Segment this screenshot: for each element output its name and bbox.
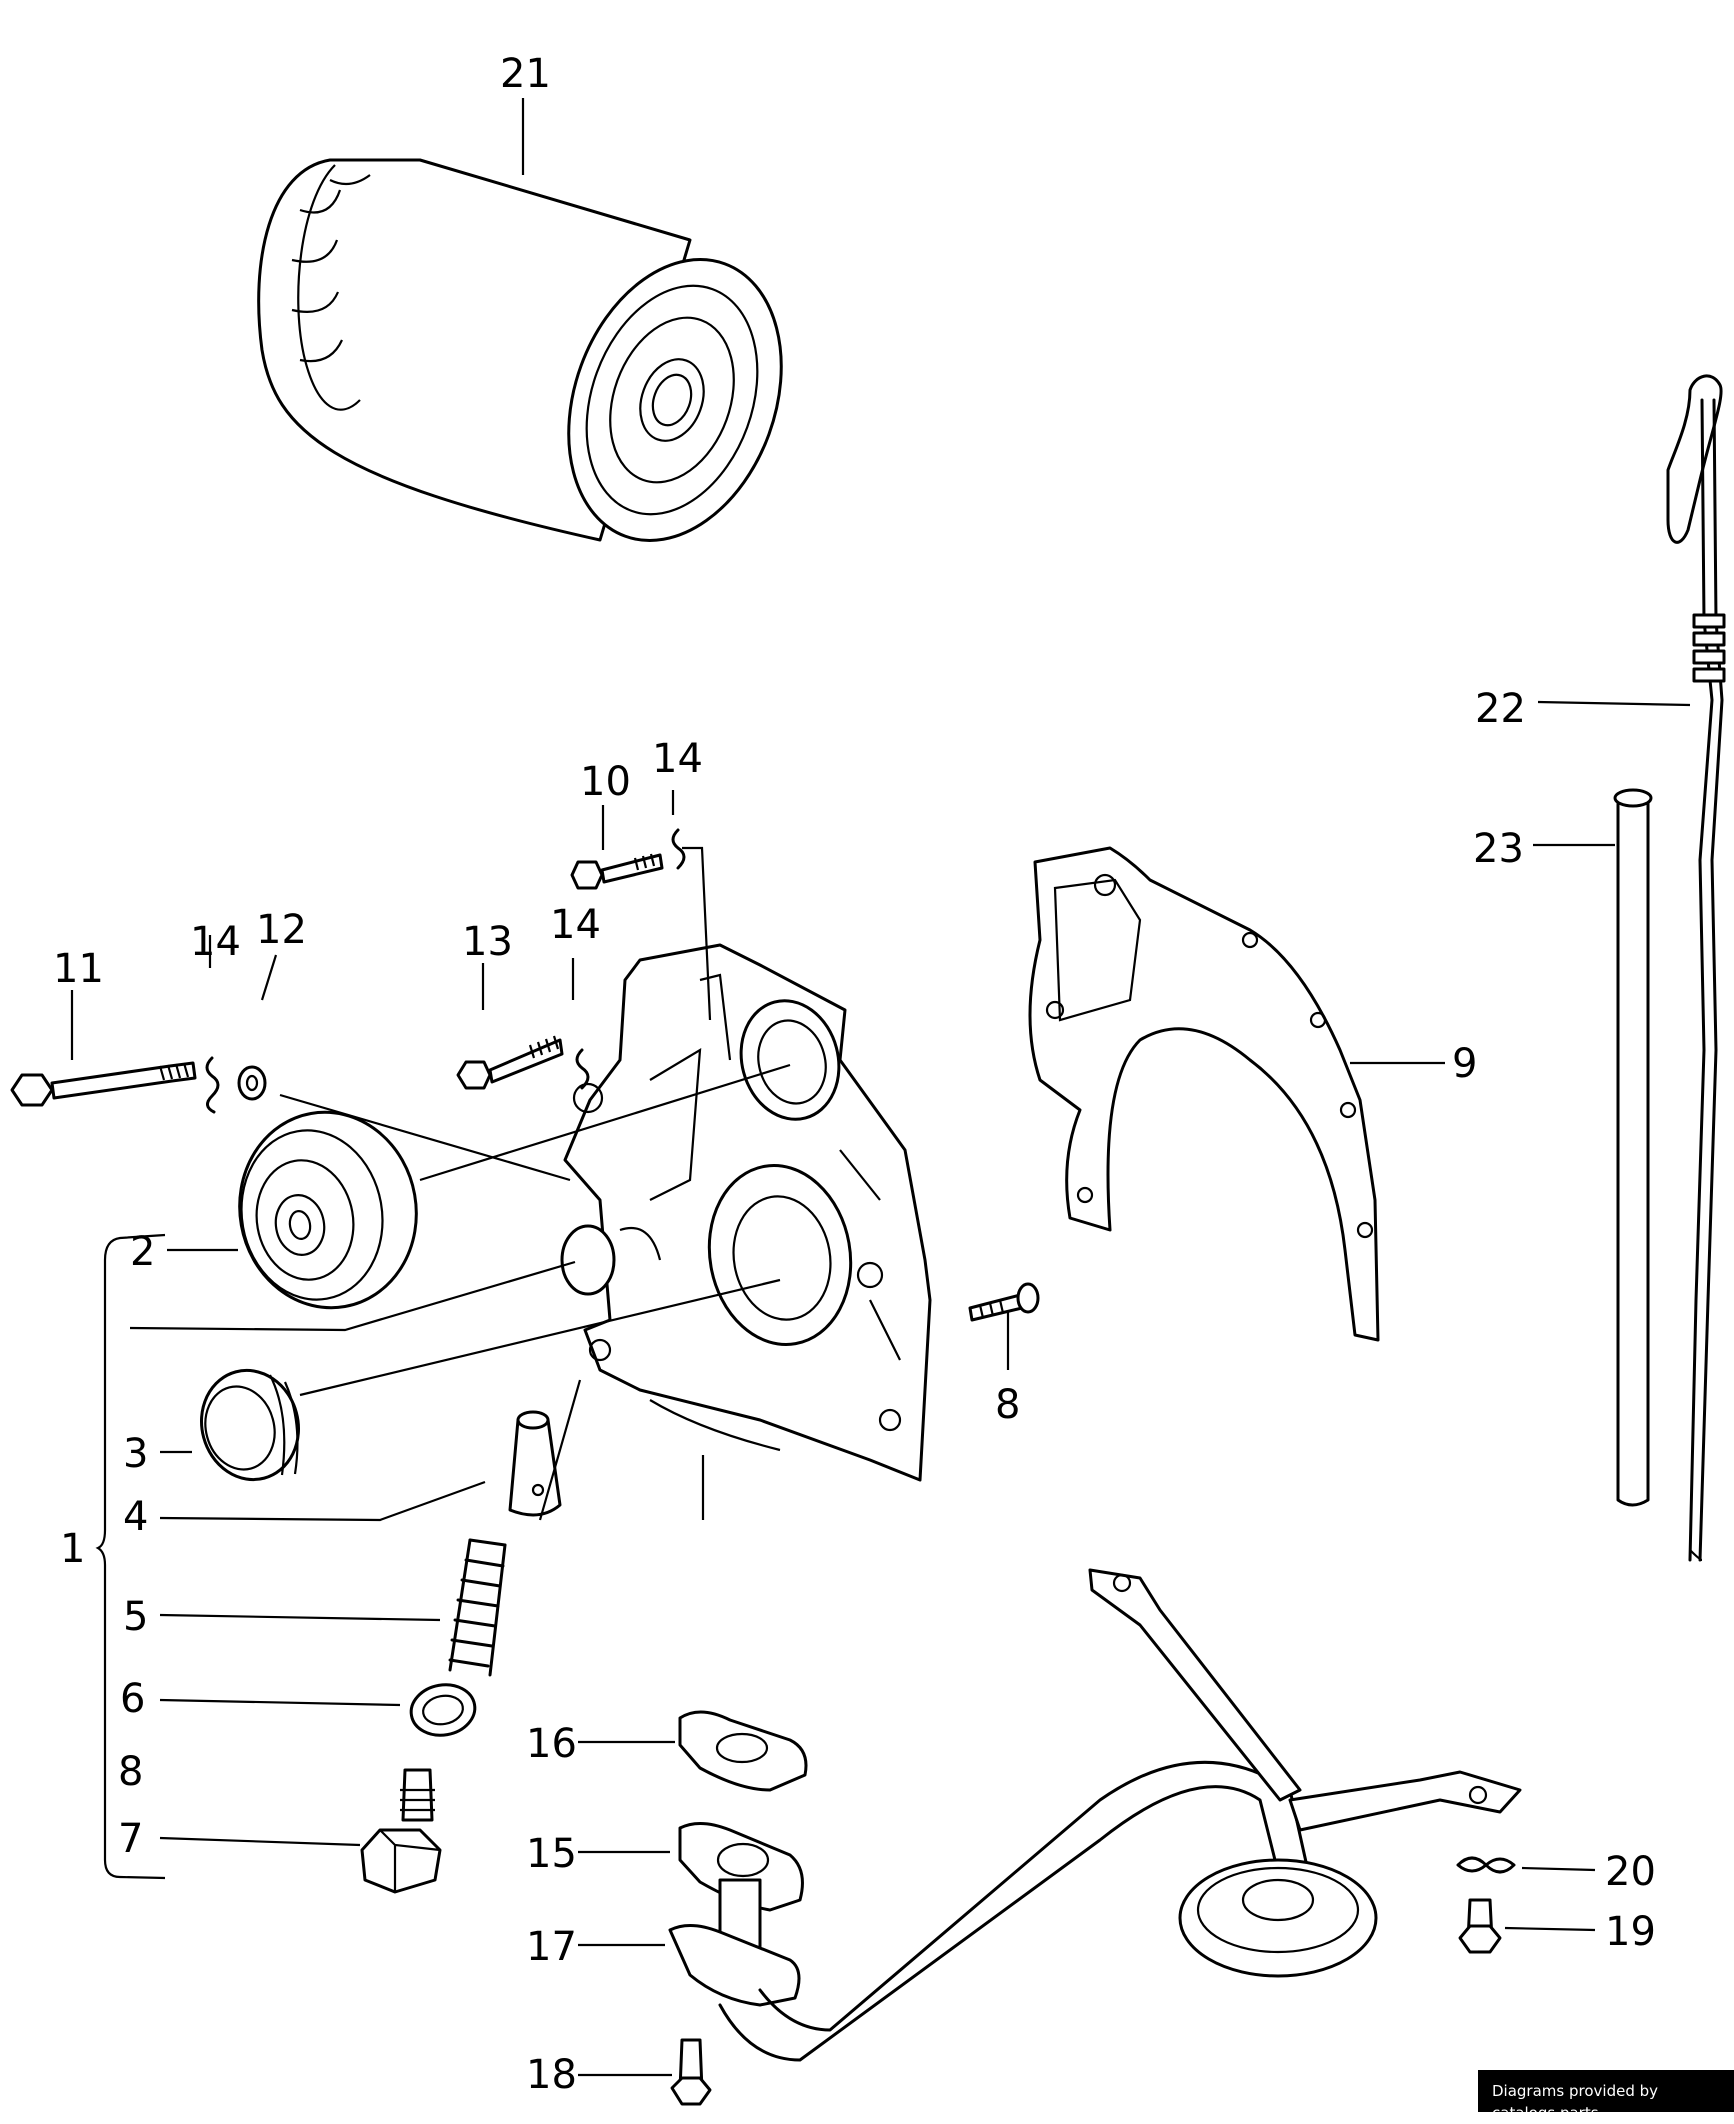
callout-18: 18 <box>526 2052 577 2098</box>
callout-6: 6 <box>120 1676 145 1722</box>
pulley-drawing <box>238 1110 418 1310</box>
callout-3: 3 <box>123 1431 148 1477</box>
oil-filter-drawing <box>257 158 783 542</box>
o-ring-drawing <box>409 1683 477 1737</box>
guide-tube-drawing <box>1613 788 1653 1507</box>
callout-9: 9 <box>1452 1041 1477 1087</box>
callout-23: 23 <box>1473 826 1524 872</box>
plunger-drawing <box>508 1410 562 1517</box>
callout-2: 2 <box>130 1229 155 1275</box>
callout-19: 19 <box>1605 1909 1656 1955</box>
callout-labels: 21 22 23 10 14 11 14 12 13 14 9 2 8 3 4 … <box>53 51 1656 2098</box>
callout-8-kit: 8 <box>118 1749 143 1795</box>
callout-14-top: 14 <box>652 736 703 782</box>
callout-14-mid: 14 <box>550 902 601 948</box>
bolt-18-drawing <box>670 2038 712 2106</box>
callout-20: 20 <box>1605 1849 1656 1895</box>
bolt-11-drawing <box>10 1061 197 1107</box>
clip-20-drawing <box>1456 1856 1516 1874</box>
plug-drawing <box>360 1768 442 1894</box>
callout-21: 21 <box>500 51 551 97</box>
credit-banner: Diagrams provided by catalogs parts <box>1478 2070 1734 2122</box>
callout-5: 5 <box>123 1594 148 1640</box>
callout-1: 1 <box>60 1526 85 1572</box>
callout-4: 4 <box>123 1494 148 1540</box>
timing-cover-drawing <box>560 943 932 1482</box>
oil-pickup-drawing <box>668 1568 1522 2062</box>
bolt-19-drawing <box>1458 1898 1502 1954</box>
callout-11: 11 <box>53 946 104 992</box>
callout-15: 15 <box>526 1831 577 1877</box>
gasket-drawing <box>1028 846 1380 1342</box>
lock-washers-14-drawing <box>205 828 686 1114</box>
spring-drawing <box>448 1538 507 1677</box>
callout-12: 12 <box>256 907 307 953</box>
bolt-8-drawing <box>968 1282 1040 1322</box>
callout-8-bolt: 8 <box>995 1382 1020 1428</box>
callout-16: 16 <box>526 1721 577 1767</box>
callout-13: 13 <box>462 919 513 965</box>
callout-10: 10 <box>580 759 631 805</box>
bolt-13-drawing <box>456 1035 564 1090</box>
callout-22: 22 <box>1475 686 1526 732</box>
seal-ring-drawing <box>199 1368 301 1482</box>
dipstick-drawing <box>1666 374 1726 1562</box>
callout-7: 7 <box>118 1816 143 1862</box>
callout-14-left: 14 <box>190 919 241 965</box>
leader-lines <box>70 98 1691 2077</box>
bolt-10-drawing <box>570 853 664 890</box>
washer-12-drawing <box>237 1065 267 1101</box>
callout-17: 17 <box>526 1924 577 1970</box>
